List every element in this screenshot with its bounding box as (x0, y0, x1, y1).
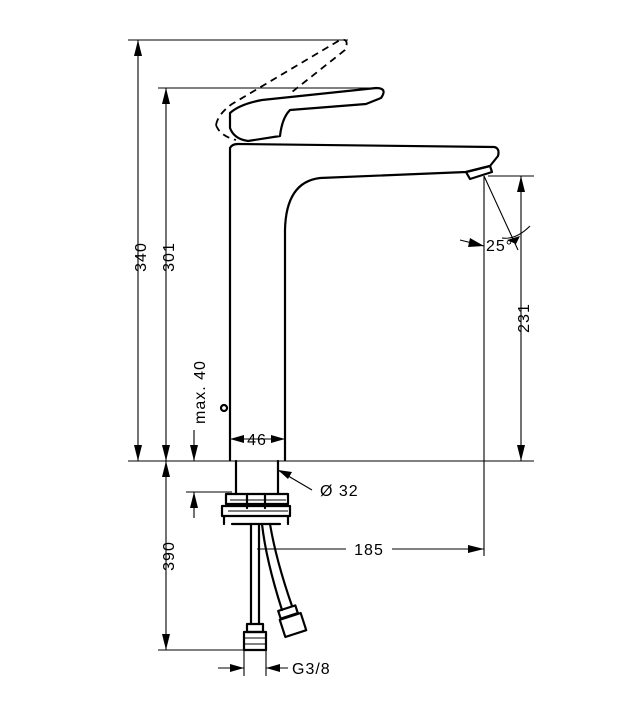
dim-max40-label: max. 40 (192, 360, 209, 424)
dim-body-diameter: 46 (230, 432, 285, 449)
dim-spout-angle: 25° (459, 175, 531, 556)
dim-25-label: 25° (486, 238, 513, 255)
dim-185-label: 185 (354, 542, 384, 559)
dim-spout-reach: 185 (257, 542, 484, 559)
dim-46-label: 46 (247, 432, 267, 449)
supply-hoses (242, 522, 308, 652)
dim-connection-thread: G3/8 (218, 650, 331, 678)
dim-301-label: 301 (161, 242, 178, 272)
dim-spout-height: 231 (488, 175, 534, 461)
dim-g38-label: G3/8 (292, 661, 331, 678)
dim-340-label: 340 (133, 242, 150, 272)
dim-390-label: 390 (161, 541, 178, 571)
faucet-body (128, 38, 534, 526)
dim-height-total: 301 (158, 87, 376, 461)
dim-231-label: 231 (516, 303, 533, 333)
dim-hose-length: 390 (158, 461, 244, 651)
dim-height-total-lever-open: 340 (128, 39, 348, 461)
dim-hole-diameter: Ø 32 (277, 469, 359, 500)
dim-max-deck-thickness: max. 40 (186, 360, 232, 518)
dim-32-label: Ø 32 (320, 483, 359, 500)
